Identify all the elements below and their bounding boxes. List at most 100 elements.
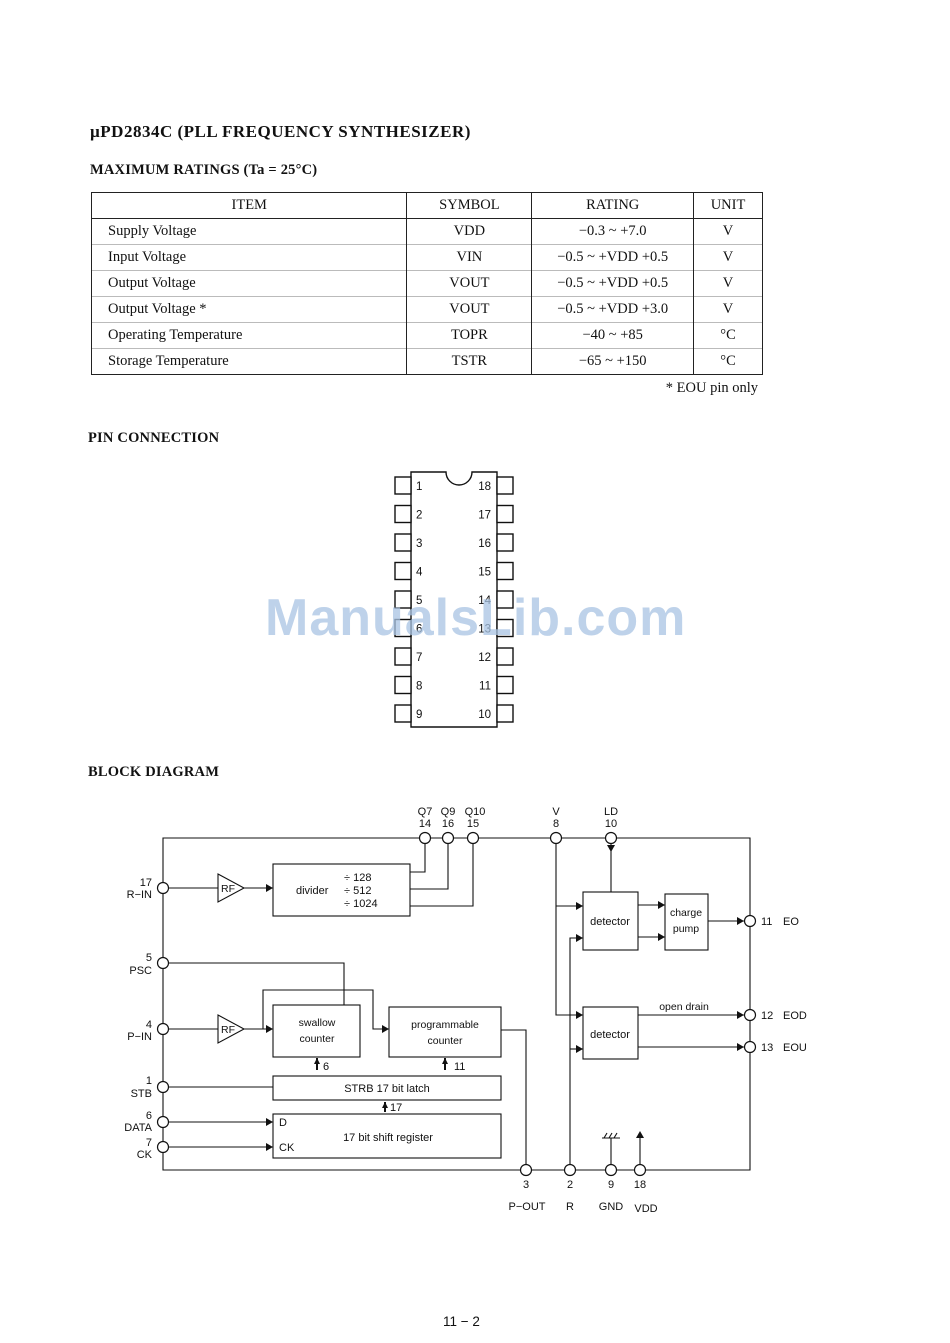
divider-ratio-512: ÷ 512 (344, 885, 371, 897)
table-row: Storage Temperature TSTR −65 ~ +150 °C (90, 348, 763, 375)
dip-pin-label-right: 17 (478, 510, 491, 522)
input-num-ck: 7 (146, 1137, 152, 1149)
page-title: µPD2834C (PLL FREQUENCY SYNTHESIZER) (90, 122, 471, 141)
cell-unit: °C (693, 348, 763, 375)
dip-pin-label-left: 9 (416, 709, 422, 721)
ratings-footnote: * EOU pin only (665, 380, 758, 396)
dip-pin-right (496, 590, 514, 609)
pin-circle-v (549, 831, 563, 845)
dip-pin-left (394, 476, 412, 495)
latch-label: STRB 17 bit latch (344, 1083, 430, 1095)
cell-item: Operating Temperature (90, 322, 408, 349)
cell-rating: −0.5 ~ +VDD +0.5 (531, 244, 695, 271)
bottom-pin-name-r: R (566, 1201, 574, 1213)
col-header-unit: UNIT (693, 192, 763, 219)
bus-width-swallow: 6 (323, 1061, 329, 1073)
ratings-table: ITEM SYMBOL RATING UNIT Supply Voltage V… (90, 192, 763, 375)
cell-symbol: VOUT (406, 270, 533, 297)
shift-d-label: D (279, 1117, 287, 1129)
pin-circle-gnd (604, 1163, 618, 1177)
dip-pin-left (394, 647, 412, 666)
pin-circle-eod (743, 1008, 757, 1022)
divider-block (272, 863, 411, 917)
shift-register-label: 17 bit shift register (343, 1132, 433, 1144)
pin-circle-vdd (633, 1163, 647, 1177)
dip-pin-left (394, 561, 412, 581)
pin-circle-ck (156, 1140, 170, 1154)
cell-rating: −40 ~ +85 (531, 322, 695, 349)
dip-pin-label-left: 2 (416, 510, 422, 522)
cell-item: Supply Voltage (90, 218, 408, 245)
dip-pin-label-right: 11 (479, 681, 491, 693)
top-pin-name-v: V (552, 806, 560, 818)
cell-symbol: TSTR (406, 348, 533, 375)
pin-circle-data (156, 1115, 170, 1129)
pin-circle-r (563, 1163, 577, 1177)
bottom-pin-num-vdd: 18 (634, 1179, 646, 1191)
ratings-heading: MAXIMUM RATINGS (Ta = 25°C) (90, 162, 318, 178)
cell-item: Output Voltage (90, 270, 408, 297)
output-num-eou: 13 (761, 1042, 773, 1054)
swallow-label-2: counter (299, 1033, 335, 1045)
pin-circle-q10 (466, 831, 480, 845)
pin-circle-stb (156, 1080, 170, 1094)
output-num-eo: 11 (761, 916, 772, 928)
output-name-eod: EOD (783, 1010, 807, 1022)
top-pin-name-ld: LD (604, 806, 618, 818)
detector-bottom-label: detector (590, 1029, 630, 1041)
pin-circle-eo (743, 914, 757, 928)
cell-rating: −0.5 ~ +VDD +0.5 (531, 270, 695, 297)
dip-pin-right (496, 533, 514, 552)
dip-pin-left (394, 533, 412, 552)
cell-symbol: VOUT (406, 296, 533, 323)
input-name-p-in: P−IN (127, 1031, 152, 1043)
programmable-label-2: counter (427, 1035, 463, 1047)
dip-body (410, 471, 498, 728)
output-name-eo: EO (783, 916, 799, 928)
swallow-counter-block (272, 1004, 361, 1058)
pin-connection-heading: PIN CONNECTION (88, 430, 220, 446)
cell-rating: −65 ~ +150 (531, 348, 695, 375)
bottom-pin-name-p-out: P−OUT (509, 1201, 546, 1213)
dip-pin-left (394, 590, 412, 609)
dip-pin-label-left: 6 (416, 624, 422, 636)
cell-item: Input Voltage (90, 244, 408, 271)
cell-item: Output Voltage * (90, 296, 408, 323)
charge-pump-label-2: pump (673, 923, 699, 935)
table-row: Output Voltage VOUT −0.5 ~ +VDD +0.5 V (90, 270, 763, 297)
charge-pump-label-1: charge (670, 907, 702, 919)
divider-ratio-128: ÷ 128 (344, 872, 371, 884)
strb-latch-block (272, 1075, 502, 1101)
dip-pin-right (496, 504, 514, 524)
rf-amp-r (217, 873, 246, 903)
top-pin-name-q10: Q10 (465, 806, 486, 818)
dip-pin-label-right: 15 (478, 567, 491, 579)
input-num-data: 6 (146, 1110, 152, 1122)
divider-label: divider (296, 885, 329, 897)
input-num-stb: 1 (146, 1075, 152, 1087)
dip-pin-right (496, 675, 514, 695)
dip-pin-label-left: 8 (416, 681, 422, 693)
pin-circle-p-out (519, 1163, 533, 1177)
page-number: 11 − 2 (443, 1314, 480, 1329)
input-num-psc: 5 (146, 952, 152, 964)
shift-register-block (272, 1113, 502, 1159)
bottom-pin-num-r: 2 (567, 1179, 573, 1191)
pin-circle-q7 (418, 831, 432, 845)
cell-symbol: TOPR (406, 322, 533, 349)
cell-unit: °C (693, 322, 763, 349)
dip-pin-label-left: 4 (416, 567, 423, 579)
cell-unit: V (693, 244, 763, 271)
dip-pin-right (496, 618, 514, 638)
open-drain-label: open drain (659, 1001, 709, 1013)
table-row: Supply Voltage VDD −0.3 ~ +7.0 V (90, 218, 763, 245)
dip-pin-left (394, 675, 412, 695)
pin-circle-ld (604, 831, 618, 845)
dip-pin-label-right: 13 (478, 624, 491, 636)
dip-pin-right (496, 704, 514, 723)
ground-symbol (602, 1132, 620, 1139)
top-pin-name-q9: Q9 (441, 806, 456, 818)
dip-pin-label-right: 14 (478, 595, 491, 607)
